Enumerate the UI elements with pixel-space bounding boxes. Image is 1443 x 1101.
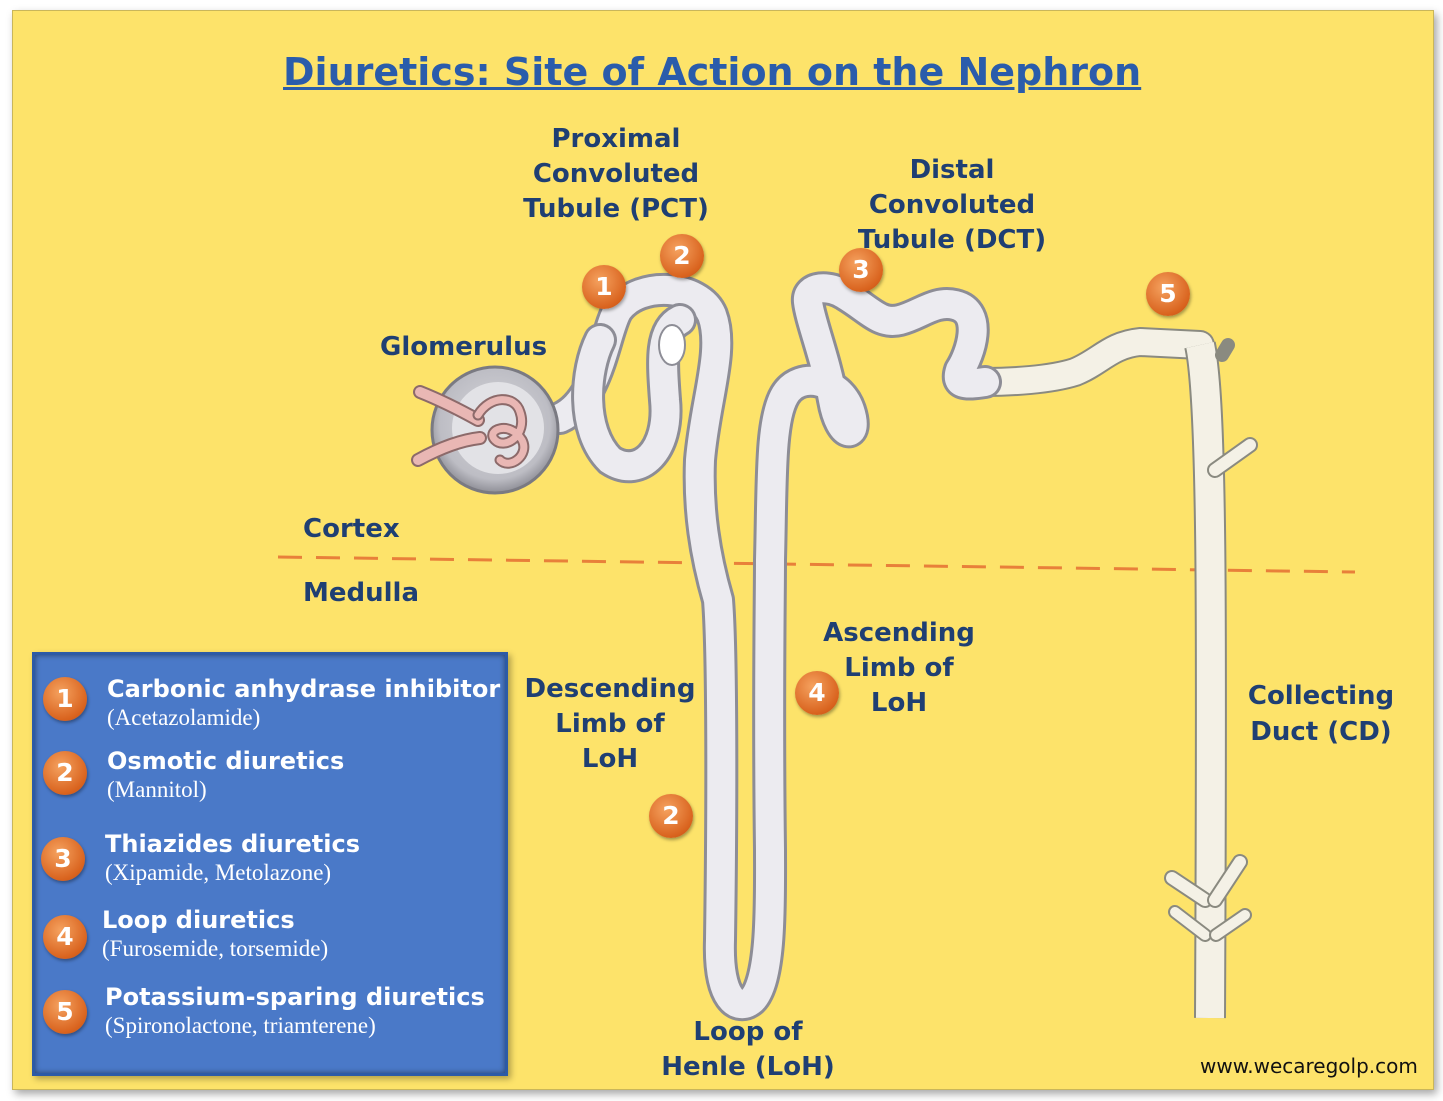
label-ascending-line-3: LoH <box>870 688 928 718</box>
legend-item: 2 Osmotic diuretics (Mannitol) <box>35 747 505 823</box>
label-collecting-duct: Collecting Duct (CD) <box>1242 678 1400 750</box>
legend-number-badge: 1 <box>43 677 87 721</box>
label-descending-line-1: Descending <box>524 674 696 704</box>
legend-item: 4 Loop diuretics (Furosemide, torsemide) <box>35 906 505 983</box>
label-cortex: Cortex <box>303 514 400 544</box>
legend-number-badge: 4 <box>43 915 87 959</box>
nephron-tubule <box>543 271 1002 1022</box>
marker-cd-5: 5 <box>1146 272 1190 316</box>
label-ascending-line-1: Ascending <box>823 618 975 648</box>
legend-item-name: Loop diuretics <box>102 906 295 934</box>
label-ascending-limb: Ascending Limb of LoH <box>818 616 980 721</box>
marker-dct-3: 3 <box>839 248 883 292</box>
label-dct-line-2: Convoluted <box>868 190 1036 220</box>
label-pct-line-3: Tubule (PCT) <box>523 194 709 224</box>
label-ascending-line-2: Limb of <box>844 653 954 683</box>
label-pct-line-2: Convoluted <box>532 159 700 189</box>
marker-pct-2: 2 <box>660 234 704 278</box>
diagram-title: Diuretics: Site of Action on the Nephron <box>283 50 1142 94</box>
website-credit: www.wecaregolp.com <box>1200 1054 1418 1078</box>
marker-ascending-4: 4 <box>795 671 839 715</box>
label-pct-line-1: Proximal <box>551 124 681 154</box>
label-descending-limb: Descending Limb of LoH <box>520 672 700 777</box>
legend-panel: 1 Carbonic anhydrase inhibitor (Acetazol… <box>32 652 508 1076</box>
legend-item: 3 Thiazides diuretics (Xipamide, Metolaz… <box>35 830 505 905</box>
legend-number-badge: 5 <box>43 990 87 1034</box>
legend-number-badge: 3 <box>41 837 85 881</box>
legend-item-examples: (Xipamide, Metolazone) <box>105 860 332 885</box>
legend-item-name: Carbonic anhydrase inhibitor <box>107 675 501 703</box>
legend-item-name: Potassium-sparing diuretics <box>105 983 485 1011</box>
legend-item-examples: (Mannitol) <box>107 777 207 802</box>
label-medulla: Medulla <box>303 578 419 608</box>
label-dct-line-1: Distal <box>909 155 995 185</box>
label-glomerulus: Glomerulus <box>380 332 548 362</box>
label-descending-line-2: Limb of <box>555 709 665 739</box>
marker-descending-2: 2 <box>649 794 693 838</box>
marker-pct-1: 1 <box>582 265 626 309</box>
label-loop-line-1: Loop of <box>693 1017 803 1047</box>
label-pct: Proximal Convoluted Tubule (PCT) <box>516 122 716 227</box>
legend-item: 1 Carbonic anhydrase inhibitor (Acetazol… <box>35 675 505 745</box>
legend-number-badge: 2 <box>43 751 87 795</box>
legend-item: 5 Potassium-sparing diuretics (Spironola… <box>35 983 505 1058</box>
legend-item-examples: (Spironolactone, triamterene) <box>105 1013 376 1038</box>
label-dct-line-3: Tubule (DCT) <box>857 225 1047 255</box>
legend-item-examples: (Furosemide, torsemide) <box>102 936 329 961</box>
legend-item-examples: (Acetazolamide) <box>107 705 261 730</box>
label-descending-line-3: LoH <box>581 744 639 774</box>
cortex-medulla-boundary <box>277 555 1356 574</box>
legend-item-name: Thiazides diuretics <box>105 830 360 858</box>
legend-item-name: Osmotic diuretics <box>107 747 345 775</box>
label-loop-of-henle: Loop of Henle (LoH) <box>658 1015 838 1085</box>
glomerulus <box>411 365 560 495</box>
label-loop-line-2: Henle (LoH) <box>661 1052 835 1082</box>
label-dct: Distal Convoluted Tubule (DCT) <box>852 153 1052 258</box>
label-collecting-line-1: Collecting <box>1247 681 1395 711</box>
label-collecting-line-2: Duct (CD) <box>1250 717 1392 747</box>
collecting-duct <box>970 326 1258 1019</box>
